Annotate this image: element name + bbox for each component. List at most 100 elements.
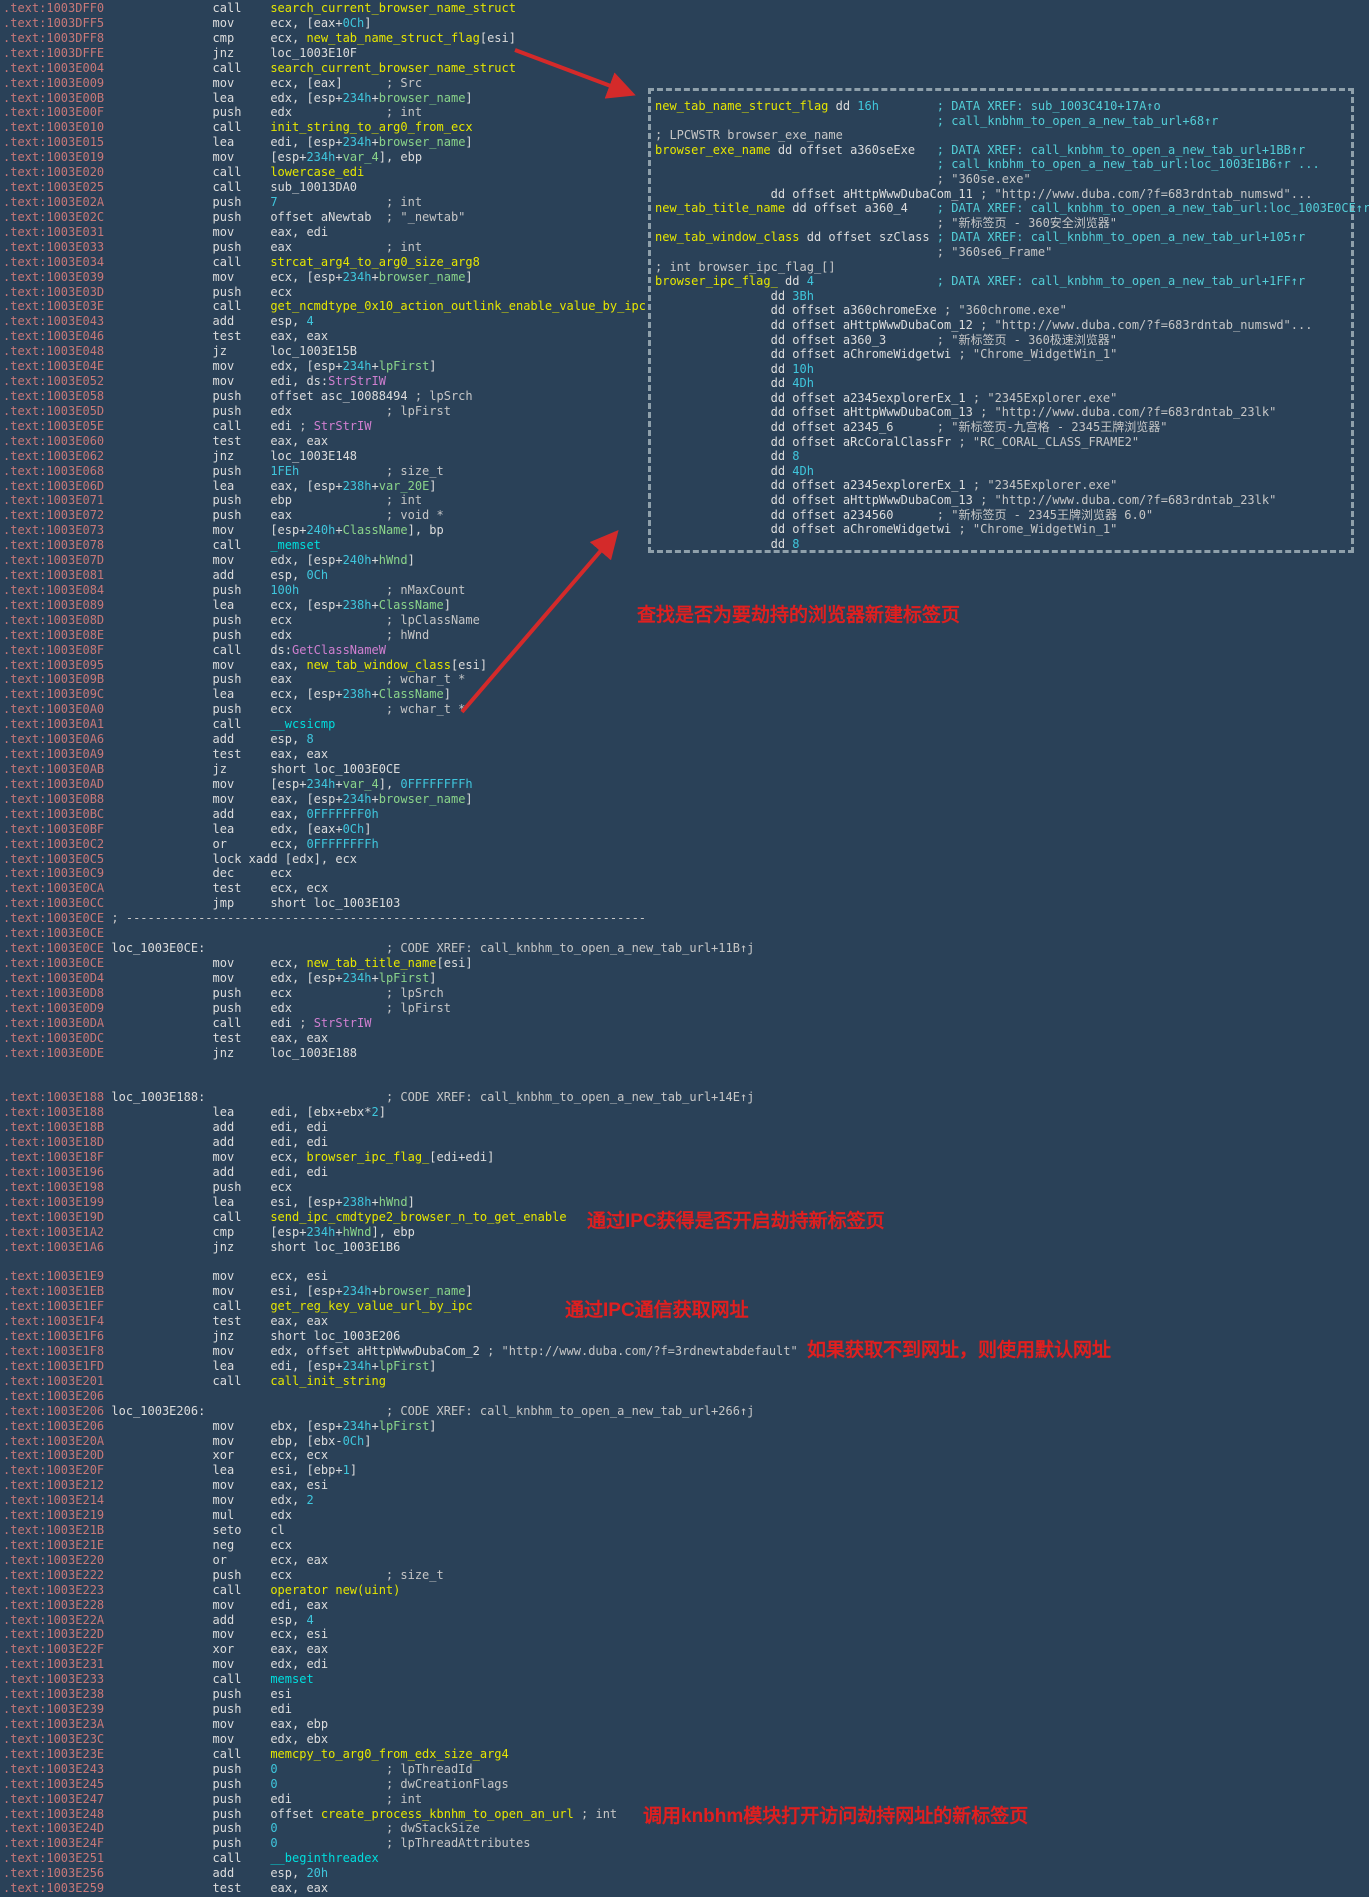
asm-line[interactable]: .text:1003E0DA call edi ; StrStrIW <box>3 1015 372 1030</box>
asm-line[interactable]: .text:1003E019 mov [esp+234h+var_4], ebp <box>3 150 423 165</box>
asm-line[interactable]: .text:1003E233 call memset <box>3 1672 314 1687</box>
asm-line[interactable]: .text:1003E02C push offset aNewtab ; "_n… <box>3 209 466 224</box>
asm-line[interactable]: .text:1003E05D push edx ; lpFirst <box>3 403 451 418</box>
asm-line[interactable]: .text:1003E21B seto cl <box>3 1523 285 1538</box>
asm-line[interactable]: .text:1003E06D lea eax, [esp+238h+var_20… <box>3 478 437 493</box>
asm-line[interactable]: .text:1003E20A mov ebp, [ebx-0Ch] <box>3 1433 372 1448</box>
asm-line[interactable] <box>3 1254 798 1269</box>
asm-line[interactable]: .text:1003E1FD lea edi, [esp+234h+lpFirs… <box>3 1358 437 1373</box>
asm-line[interactable]: .text:1003E248 push offset create_proces… <box>3 1806 618 1821</box>
asm-line[interactable]: .text:1003E0A1 call __wcsicmp <box>3 717 336 732</box>
asm-line[interactable]: .text:1003E201 call call_init_string <box>3 1373 386 1388</box>
asm-line[interactable]: .text:1003E081 add esp, 0Ch <box>3 568 329 583</box>
asm-line[interactable]: .text:1003DFF0 call search_current_brows… <box>3 1 516 15</box>
data-segment-box[interactable]: new_tab_name_struct_flag dd 16h ; DATA X… <box>648 88 1369 553</box>
asm-line[interactable]: .text:1003E1F4 test eax, eax <box>3 1314 329 1329</box>
asm-line[interactable]: .text:1003E004 call search_current_brows… <box>3 60 516 75</box>
asm-line[interactable]: .text:1003E198 push ecx <box>3 1179 292 1194</box>
asm-line[interactable]: .text:1003E1E9 mov ecx, esi <box>3 1269 329 1284</box>
asm-line[interactable]: .text:1003E0BF lea edx, [eax+0Ch] <box>3 821 372 836</box>
asm-line[interactable]: .text:1003E05E call edi ; StrStrIW <box>3 418 372 433</box>
asm-line[interactable]: .text:1003E22F xor eax, eax <box>3 1642 329 1657</box>
asm-line[interactable]: .text:1003E0CE loc_1003E0CE: ; CODE XREF… <box>3 941 755 956</box>
asm-line[interactable]: .text:1003E0DC test eax, eax <box>3 1030 329 1045</box>
asm-line[interactable]: .text:1003E0BC add eax, 0FFFFFFF0h <box>3 806 379 821</box>
asm-line[interactable] <box>3 1075 798 1090</box>
asm-line[interactable]: .text:1003E18D add edi, edi <box>3 1135 329 1150</box>
asm-line[interactable]: .text:1003E048 jz loc_1003E15B <box>3 344 358 359</box>
asm-line[interactable]: .text:1003E00F push edx ; int <box>3 105 423 120</box>
asm-line[interactable]: .text:1003E1EF call get_reg_key_value_ur… <box>3 1299 473 1314</box>
asm-line[interactable]: .text:1003E219 mul edx <box>3 1508 292 1523</box>
asm-line[interactable]: .text:1003E223 call operator new(uint) <box>3 1582 401 1597</box>
asm-line[interactable]: .text:1003E23A mov eax, ebp <box>3 1717 329 1732</box>
asm-line[interactable]: .text:1003E0CA test ecx, ecx <box>3 881 329 896</box>
data-line[interactable]: dd offset a360_3 ; "新标签页 - 360极速浏览器" <box>655 332 1118 347</box>
disassembly-listing[interactable]: .text:1003DFF0 call search_current_brows… <box>3 1 798 1896</box>
asm-line[interactable]: .text:1003E18B add edi, edi <box>3 1120 329 1135</box>
asm-line[interactable]: .text:1003E07D mov edx, [esp+240h+hWnd] <box>3 553 415 568</box>
data-line[interactable]: dd offset aHttpWwwDubaCom_11 ; "http://w… <box>655 186 1313 201</box>
asm-line[interactable]: .text:1003E039 mov ecx, [esp+234h+browse… <box>3 269 473 284</box>
asm-line[interactable]: .text:1003E247 push edi ; int <box>3 1791 423 1806</box>
asm-line[interactable]: .text:1003E1F6 jnz short loc_1003E206 <box>3 1329 401 1344</box>
asm-line[interactable]: .text:1003E09C lea ecx, [esp+238h+ClassN… <box>3 687 451 702</box>
asm-line[interactable]: .text:1003E0C2 or ecx, 0FFFFFFFFh <box>3 836 379 851</box>
asm-line[interactable]: .text:1003E0A9 test eax, eax <box>3 747 329 762</box>
asm-line[interactable]: .text:1003DFF8 cmp ecx, new_tab_name_str… <box>3 30 516 45</box>
data-line[interactable]: dd 8 <box>655 536 800 551</box>
data-line[interactable]: dd offset aRcCoralClassFr ; "RC_CORAL_CL… <box>655 434 1140 449</box>
data-line[interactable]: ; call_knbhm_to_open_a_new_tab_url+68↑r <box>936 113 1219 128</box>
data-line[interactable]: dd offset a360chromeExe ; "360chrome.exe… <box>655 303 1067 318</box>
asm-line[interactable]: .text:1003E19D call send_ipc_cmdtype2_br… <box>3 1209 567 1224</box>
data-line[interactable]: dd 4Dh <box>655 376 814 391</box>
asm-line[interactable]: .text:1003E033 push eax ; int <box>3 239 423 254</box>
asm-line[interactable]: .text:1003E220 or ecx, eax <box>3 1552 329 1567</box>
asm-line[interactable]: .text:1003E18F mov ecx, browser_ipc_flag… <box>3 1149 495 1164</box>
asm-line[interactable]: .text:1003E196 add edi, edi <box>3 1164 329 1179</box>
data-line[interactable]: ; LPCWSTR browser_exe_name <box>655 128 843 143</box>
asm-line[interactable]: .text:1003E043 add esp, 4 <box>3 314 314 329</box>
asm-line[interactable]: .text:1003E0D8 push ecx ; lpSrch <box>3 985 444 1000</box>
asm-line[interactable]: .text:1003E214 mov edx, 2 <box>3 1493 314 1508</box>
asm-line[interactable]: .text:1003E22D mov ecx, esi <box>3 1627 329 1642</box>
asm-line[interactable]: .text:1003E084 push 100h ; nMaxCount <box>3 582 466 597</box>
asm-line[interactable]: .text:1003E0DE jnz loc_1003E188 <box>3 1045 358 1060</box>
asm-line[interactable]: .text:1003E24F push 0 ; lpThreadAttribut… <box>3 1836 531 1851</box>
asm-line[interactable]: .text:1003E062 jnz loc_1003E148 <box>3 448 358 463</box>
asm-line[interactable]: .text:1003E199 lea esi, [esp+238h+hWnd] <box>3 1194 415 1209</box>
asm-line[interactable]: .text:1003E0AB jz short loc_1003E0CE <box>3 762 401 777</box>
asm-line[interactable]: .text:1003E015 lea edi, [esp+234h+browse… <box>3 135 473 150</box>
asm-line[interactable]: .text:1003E1EB mov esi, [esp+234h+browse… <box>3 1284 473 1299</box>
asm-line[interactable]: .text:1003E259 test eax, eax <box>3 1881 329 1896</box>
asm-line[interactable]: .text:1003E239 push edi <box>3 1702 292 1717</box>
data-line[interactable]: dd offset aChromeWidgetwi ; "Chrome_Widg… <box>655 522 1118 537</box>
asm-line[interactable]: .text:1003E052 mov edi, ds:StrStrIW <box>3 374 386 389</box>
asm-line[interactable]: .text:1003E222 push ecx ; size_t <box>3 1567 444 1582</box>
asm-line[interactable]: .text:1003DFF5 mov ecx, [eax+0Ch] <box>3 15 372 30</box>
asm-line[interactable]: .text:1003E245 push 0 ; dwCreationFlags <box>3 1776 509 1791</box>
asm-line[interactable]: .text:1003E238 push esi <box>3 1687 292 1702</box>
asm-line[interactable]: .text:1003E009 mov ecx, [eax] ; Src <box>3 75 423 90</box>
data-line[interactable]: dd offset aHttpWwwDubaCom_13 ; "http://w… <box>655 493 1277 508</box>
data-line[interactable]: dd 3Bh <box>655 288 814 303</box>
asm-line[interactable]: .text:1003E073 mov [esp+240h+ClassName],… <box>3 523 444 538</box>
data-line[interactable]: new_tab_window_class dd offset szClass ;… <box>655 230 1306 245</box>
data-line[interactable]: ; "360se6_Frame" <box>936 244 1053 259</box>
asm-line[interactable]: .text:1003E188 loc_1003E188: ; CODE XREF… <box>3 1090 755 1105</box>
data-line[interactable]: dd 8 <box>655 449 800 464</box>
asm-line[interactable]: .text:1003E09B push eax ; wchar_t * <box>3 672 466 687</box>
data-line[interactable]: dd offset a2345explorerEx_1 ; "2345Explo… <box>655 390 1118 405</box>
asm-line[interactable]: .text:1003E0C9 dec ecx <box>3 866 292 881</box>
asm-line[interactable]: .text:1003E03E call get_ncmdtype_0x10_ac… <box>3 299 647 314</box>
data-line[interactable]: dd offset a2345_6 ; "新标签页-九宫格 - 2345王牌浏览… <box>655 420 1168 435</box>
asm-line[interactable]: .text:1003E21E neg ecx <box>3 1537 292 1552</box>
asm-line[interactable]: .text:1003E0D9 push edx ; lpFirst <box>3 1000 451 1015</box>
asm-line[interactable]: .text:1003E1F8 mov edx, offset aHttpWwwD… <box>3 1343 798 1358</box>
data-line[interactable]: dd offset a2345explorerEx_1 ; "2345Explo… <box>655 478 1118 493</box>
asm-line[interactable]: .text:1003E08F call ds:GetClassNameW <box>3 642 386 657</box>
asm-line[interactable]: .text:1003E08D push ecx ; lpClassName <box>3 612 480 627</box>
asm-line[interactable]: .text:1003E1A2 cmp [esp+234h+hWnd], ebp <box>3 1224 415 1239</box>
asm-line[interactable]: .text:1003E010 call init_string_to_arg0_… <box>3 120 473 135</box>
asm-line[interactable]: .text:1003E072 push eax ; void * <box>3 508 444 523</box>
